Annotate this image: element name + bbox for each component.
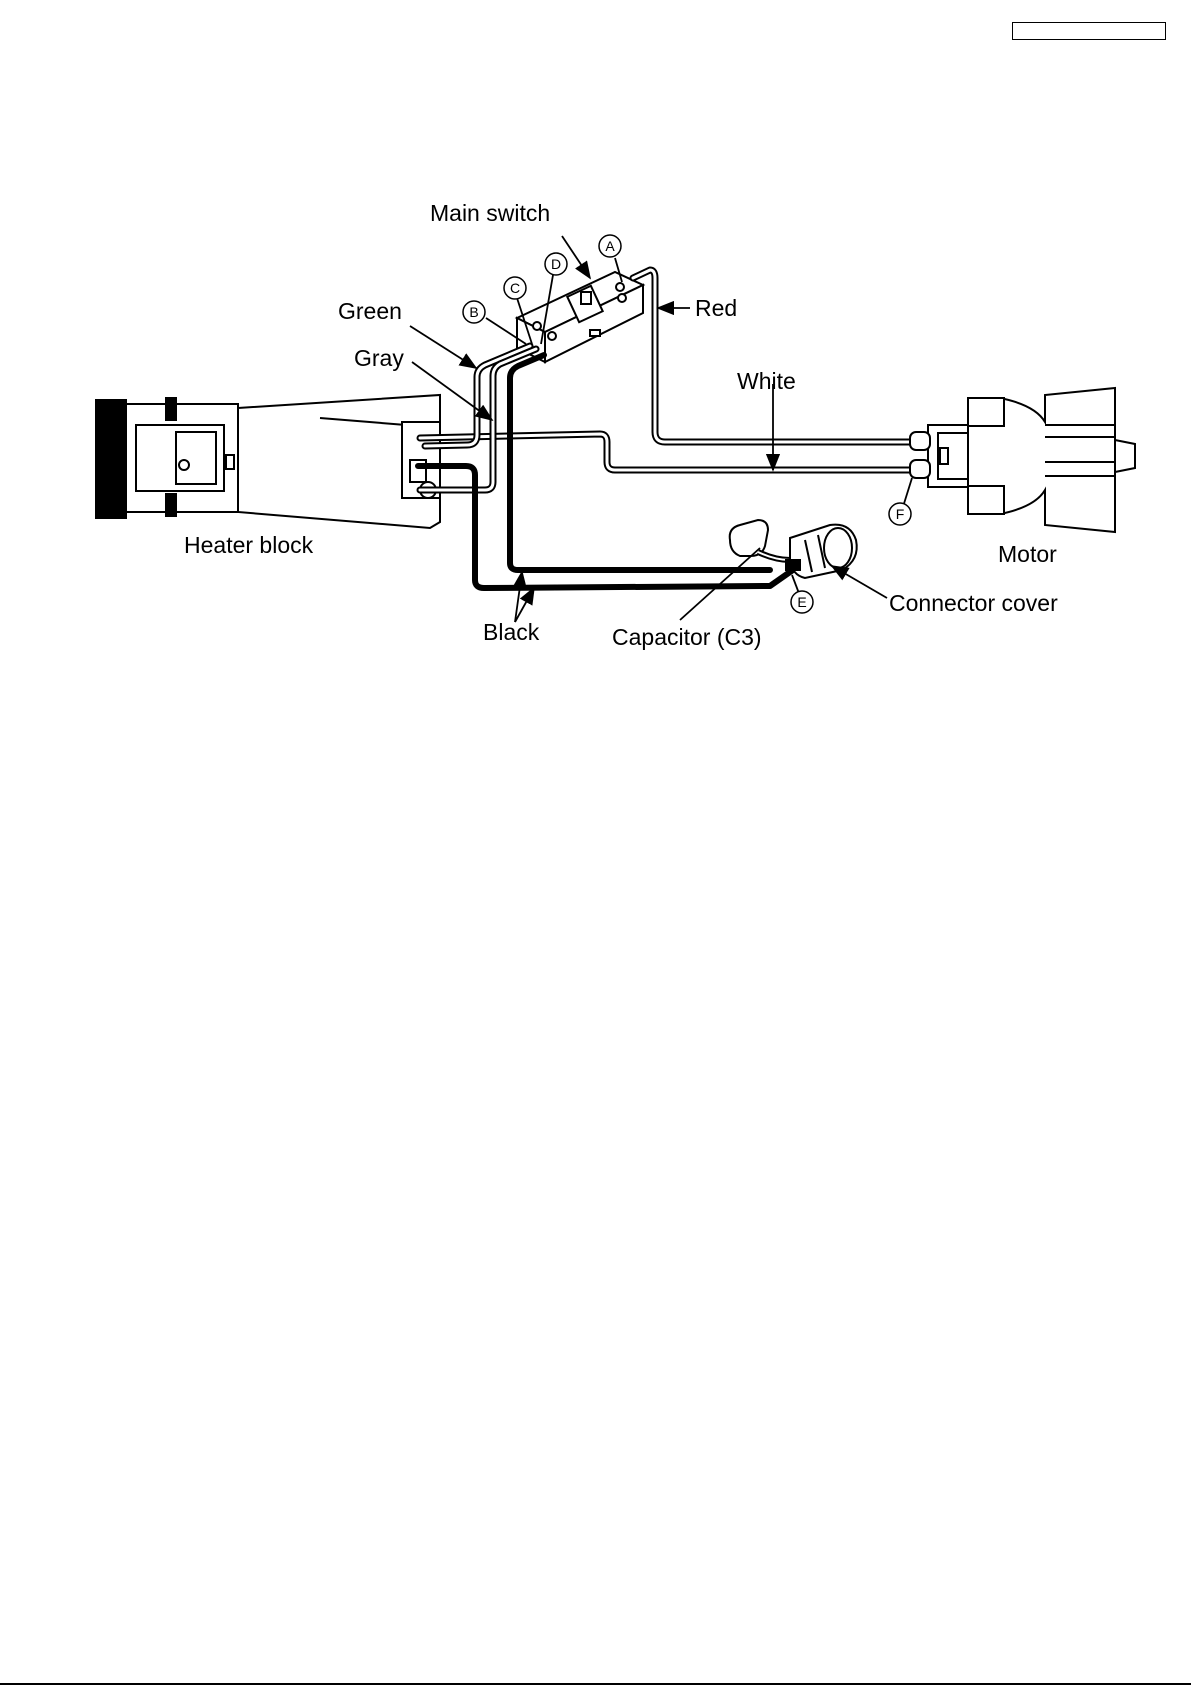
svg-text:C: C — [510, 280, 520, 296]
label-white: White — [737, 368, 796, 394]
label-capacitor: Capacitor (C3) — [612, 624, 762, 650]
label-black: Black — [483, 619, 540, 645]
label-main-switch: Main switch — [430, 200, 550, 226]
label-heater-block: Heater block — [184, 532, 314, 558]
svg-text:E: E — [797, 594, 806, 610]
svg-text:A: A — [605, 238, 615, 254]
connector-cover — [786, 525, 857, 578]
point-f-marker: F — [889, 503, 911, 525]
capacitor-c3 — [730, 520, 790, 560]
point-c-marker: C — [504, 277, 526, 299]
point-e-marker: E — [791, 591, 813, 613]
point-d-marker: D — [545, 253, 567, 275]
svg-text:B: B — [469, 304, 478, 320]
point-a-marker: A — [599, 235, 621, 257]
wiring-diagram: A B C D E F Main switch Green Gray Red W… — [0, 0, 1191, 700]
motor — [910, 388, 1135, 532]
label-connector-cover: Connector cover — [889, 590, 1058, 616]
label-motor: Motor — [998, 541, 1057, 567]
svg-text:D: D — [551, 256, 561, 272]
label-green: Green — [338, 298, 402, 324]
label-red: Red — [695, 295, 737, 321]
label-gray: Gray — [354, 345, 404, 371]
heater-block — [96, 395, 440, 528]
point-b-marker: B — [463, 301, 485, 323]
svg-text:F: F — [896, 506, 905, 522]
